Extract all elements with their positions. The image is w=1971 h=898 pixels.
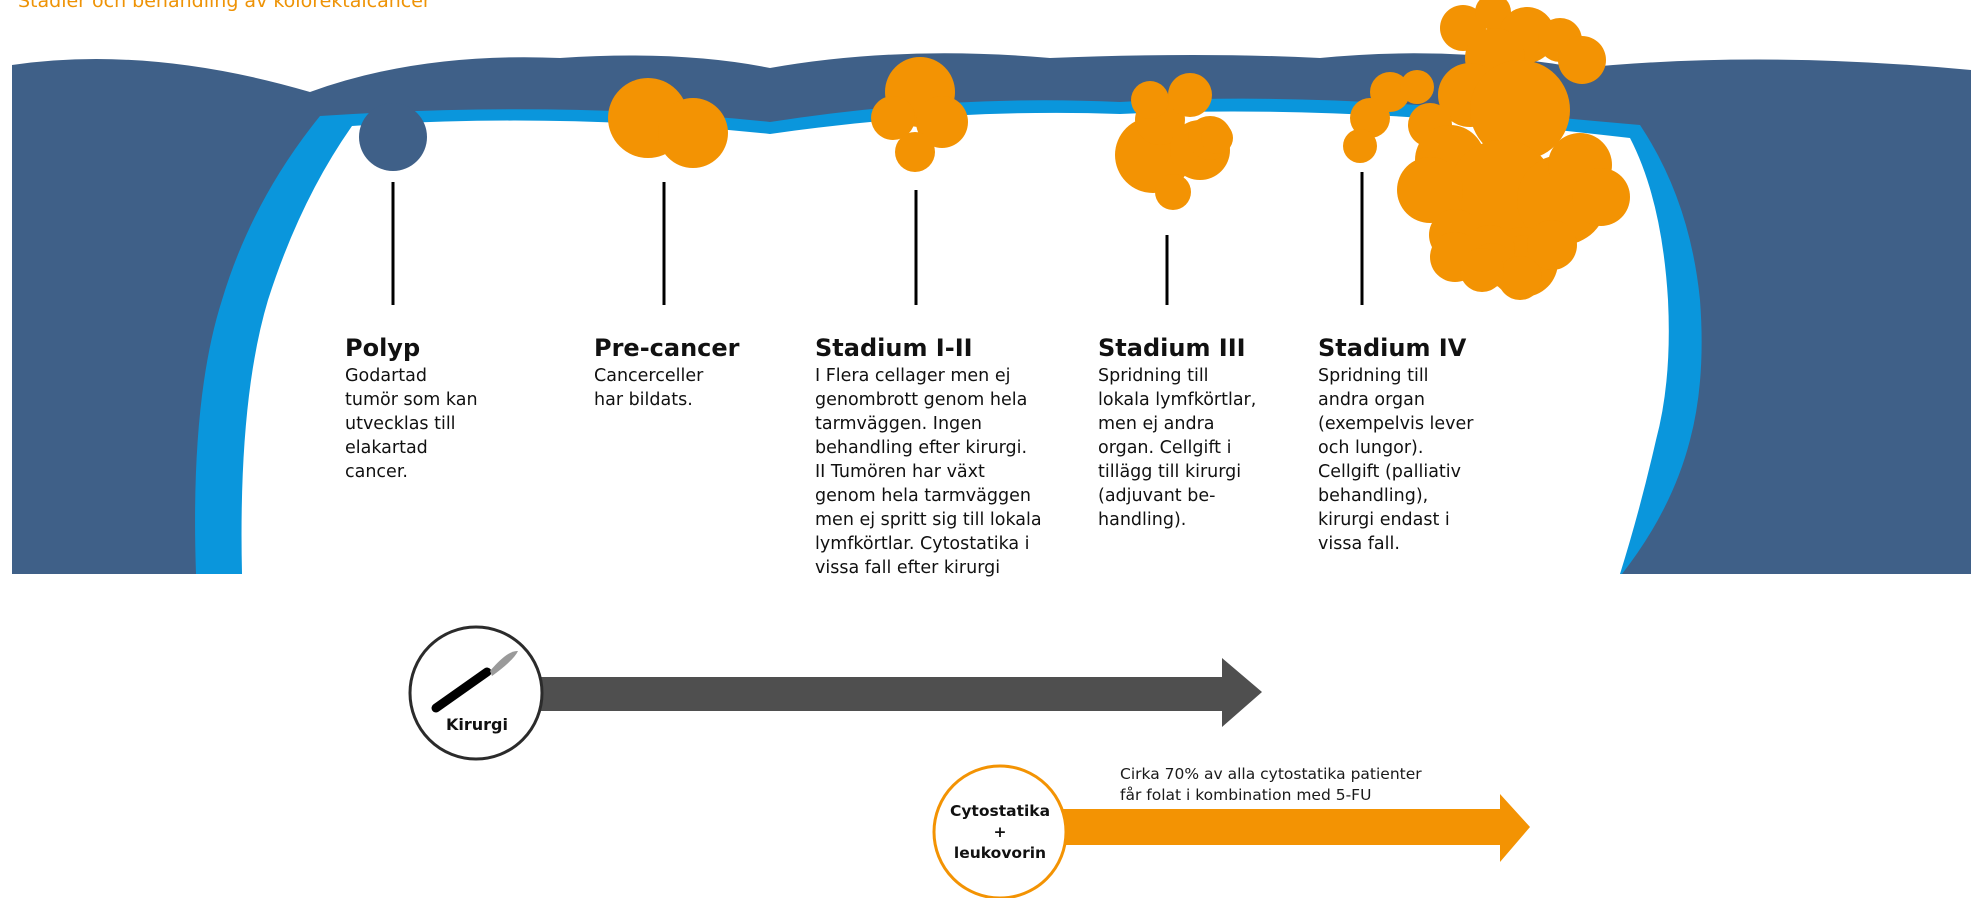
stage-description: Cancerceller har bildats.: [594, 366, 704, 410]
stage-description: Godartad tumör som kan utvecklas till el…: [345, 366, 478, 482]
stage-description: Spridning till lokala lymfkörtlar, men e…: [1098, 366, 1257, 530]
chemo-arrow: [1060, 794, 1530, 862]
stage-1-2-tumor: [871, 57, 968, 172]
chemo-label-line2: +: [994, 823, 1007, 841]
stage-title: Polyp: [345, 334, 421, 362]
page-title: Stadier och behandling av kolorektalcanc…: [18, 0, 431, 12]
surgery-arrow: [540, 658, 1262, 727]
chemo-label-line3: leukovorin: [954, 844, 1046, 862]
stage-pre-cancer: Pre-cancer Cancerceller har bildats.: [594, 332, 740, 412]
polyp: [359, 103, 427, 171]
stage-title: Stadium I-II: [815, 334, 973, 362]
stage-3: Stadium III Spridning till lokala lymfkö…: [1098, 332, 1256, 532]
stage-description: Spridning till andra organ (exempelvis l…: [1318, 366, 1474, 554]
pre-cancer-tumor: [608, 78, 728, 168]
chemo-note: Cirka 70% av alla cytostatika patienter …: [1120, 765, 1422, 804]
surgery-circle: [408, 625, 544, 761]
surgery-label: Kirurgi: [446, 715, 508, 734]
stage-3-tumor: [1115, 73, 1233, 210]
stage-title: Stadium III: [1098, 334, 1246, 362]
stage-4-tumor: [1343, 0, 1630, 300]
stage-4: Stadium IV Spridning till andra organ (e…: [1318, 332, 1474, 556]
chemo-circle: [932, 764, 1068, 898]
stage-title: Pre-cancer: [594, 334, 740, 362]
stage-description: I Flera cellager men ej genombrott genom…: [815, 366, 1042, 578]
scalpel-icon: [431, 650, 518, 713]
lumen: [241, 111, 1669, 575]
stage-polyp: Polyp Godartad tumör som kan utvecklas t…: [345, 332, 478, 484]
stage-1-2: Stadium I-II I Flera cellager men ej gen…: [815, 332, 1042, 580]
surgery-treatment: Kirurgi: [408, 625, 1262, 761]
chemo-label-line1: Cytostatika: [950, 802, 1050, 820]
chemo-treatment: Cytostatika + leukovorin: [932, 764, 1530, 898]
leader-lines: [391, 172, 1364, 305]
stage-title: Stadium IV: [1318, 334, 1467, 362]
